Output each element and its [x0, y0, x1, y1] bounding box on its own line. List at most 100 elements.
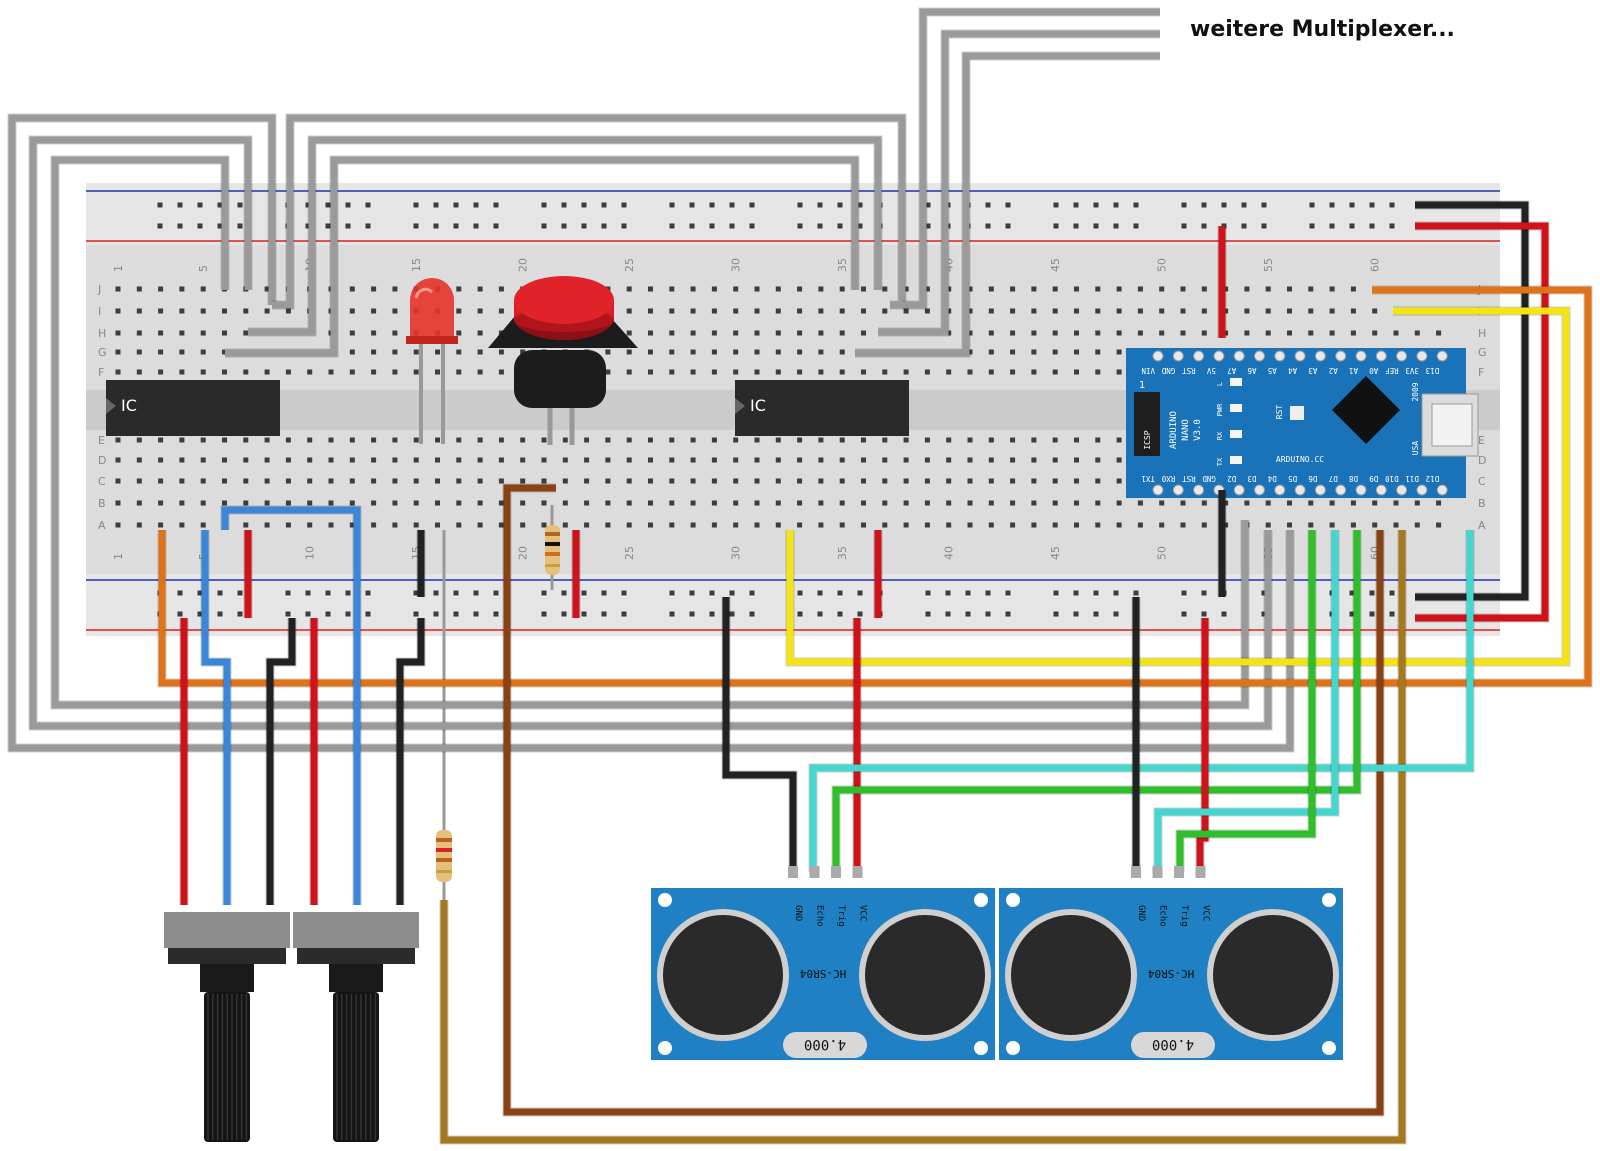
column-number: 35 — [836, 546, 849, 560]
row-letter: E — [98, 434, 105, 447]
sensor-crystal-label: 4.000 — [1152, 1036, 1194, 1052]
nano-board-text: ARDUINO — [1169, 411, 1179, 449]
sensor-crystal-label: 4.000 — [804, 1036, 846, 1052]
nano-pin-label-top: A5 — [1268, 366, 1277, 375]
nano-pin-label-top: A1 — [1349, 366, 1358, 375]
nano-pin-label-bottom: D3 — [1247, 474, 1256, 483]
row-letter: D — [98, 454, 106, 467]
nano-led-label: TX — [1216, 457, 1224, 466]
wire-mux-select-c — [8, 114, 1294, 752]
nano-pin-label-top: 5V — [1206, 366, 1216, 375]
column-number: 5 — [197, 265, 210, 272]
ic-chip-right: IC — [735, 380, 909, 436]
column-number: 30 — [730, 258, 743, 272]
nano-pin-label-bottom: GND — [1202, 474, 1216, 483]
wire-sensor1-echo — [809, 530, 1474, 872]
sensor-pin-label: GND — [1136, 905, 1146, 921]
nano-pin-label-top: D13 — [1426, 366, 1440, 375]
nano-pin-label-top: A4 — [1288, 366, 1298, 375]
wire-pot1-signal — [201, 530, 231, 905]
row-letter: H — [1478, 327, 1486, 340]
column-number: 15 — [410, 258, 423, 272]
nano-icsp-label: ICSP — [1143, 430, 1152, 449]
row-letter: G — [98, 346, 107, 359]
nano-pin-label-top: A7 — [1227, 366, 1236, 375]
nano-pin-label-bottom: D9 — [1369, 474, 1378, 483]
wire-mux-bridge-a — [225, 156, 859, 357]
wire-pot2-signal — [221, 506, 361, 905]
column-number: 55 — [1262, 258, 1275, 272]
wire-sensor2-trig — [1176, 530, 1316, 872]
column-number: 1 — [112, 265, 125, 272]
nano-url: ARDUINO.CC — [1276, 455, 1324, 464]
row-letter: C — [98, 475, 106, 488]
potentiometer-left — [164, 912, 290, 1142]
sensor-pin-label: Trig — [1179, 905, 1189, 927]
wire-brown — [503, 484, 1384, 1116]
resistor-led — [436, 530, 452, 900]
column-number: 50 — [1156, 546, 1169, 560]
column-number: 10 — [304, 546, 317, 560]
column-number: 25 — [623, 546, 636, 560]
nano-pin-label-top: REF — [1385, 366, 1399, 375]
svg-text:IC: IC — [750, 396, 766, 415]
nano-pin1-label: 1 — [1139, 380, 1145, 391]
nano-pin-label-top: VIN — [1141, 366, 1155, 375]
column-number: 60 — [1369, 258, 1382, 272]
nano-pin-label-bottom: D6 — [1308, 474, 1318, 483]
row-letter: A — [1478, 519, 1486, 532]
row-letter: G — [1478, 346, 1487, 359]
push-button — [488, 276, 638, 445]
nano-board-text: V3.0 — [1193, 419, 1203, 441]
nano-pin-label-top: A0 — [1369, 366, 1379, 375]
nano-usa: USA — [1411, 441, 1420, 456]
row-letter: B — [98, 497, 106, 510]
row-letter: J — [97, 283, 101, 296]
nano-board-text: NANO — [1181, 419, 1191, 441]
nano-pin-label-bottom: RX0 — [1161, 474, 1175, 483]
nano-pin-label-bottom: D5 — [1288, 474, 1297, 483]
wire-pot2-gnd — [396, 618, 425, 905]
wire-sensor1-trig — [832, 530, 1361, 872]
row-letter: H — [98, 327, 106, 340]
nano-pin-label-top: 3V3 — [1405, 366, 1419, 375]
nano-pin-label-bottom: D2 — [1227, 474, 1236, 483]
nano-pin-label-top: GND — [1161, 366, 1175, 375]
wire-sensor1-gnd — [722, 597, 797, 872]
row-letter: F — [1478, 366, 1484, 379]
column-number: 45 — [1049, 546, 1062, 560]
row-letter: D — [1478, 454, 1486, 467]
nano-led-label: RX — [1216, 431, 1224, 440]
wire-vcc-rail — [1415, 222, 1549, 622]
sensor-model-label: HC-SR04 — [799, 967, 846, 980]
arduino-nano: VINTX1GNDRX0RSTRST5VGNDA7D2A6D3A5D4A4D5A… — [1126, 348, 1479, 498]
wire-mux-bridge-c — [272, 114, 906, 309]
red-led — [406, 278, 458, 444]
svg-text:IC: IC — [121, 396, 137, 415]
wire-mux-select-b — [29, 136, 1272, 730]
wire-orange — [158, 286, 1592, 687]
row-letter: F — [98, 366, 104, 379]
row-letter: A — [98, 519, 106, 532]
wire-mux-bridge-b — [248, 136, 882, 336]
row-letter: E — [1478, 434, 1485, 447]
nano-pin-label-top: A3 — [1308, 366, 1317, 375]
sensor-pin-label: Echo — [1158, 905, 1168, 927]
ic-chip-left: IC — [106, 380, 280, 436]
nano-pin-label-top: A2 — [1329, 366, 1338, 375]
wire-mux-out-2 — [878, 30, 1160, 336]
column-number: 40 — [943, 546, 956, 560]
wire-sensor2-vcc — [1196, 618, 1209, 872]
nano-reset-label: RST — [1275, 405, 1284, 420]
wire-mux-out-1 — [902, 8, 1160, 309]
row-letter: B — [1478, 497, 1486, 510]
column-number: 30 — [730, 546, 743, 560]
nano-pin-label-bottom: TX1 — [1141, 474, 1155, 483]
sensor-pin-label: GND — [793, 905, 803, 921]
nano-year: 2009 — [1411, 382, 1420, 401]
resistor-breadboard — [545, 505, 560, 590]
row-letter: I — [98, 305, 101, 318]
